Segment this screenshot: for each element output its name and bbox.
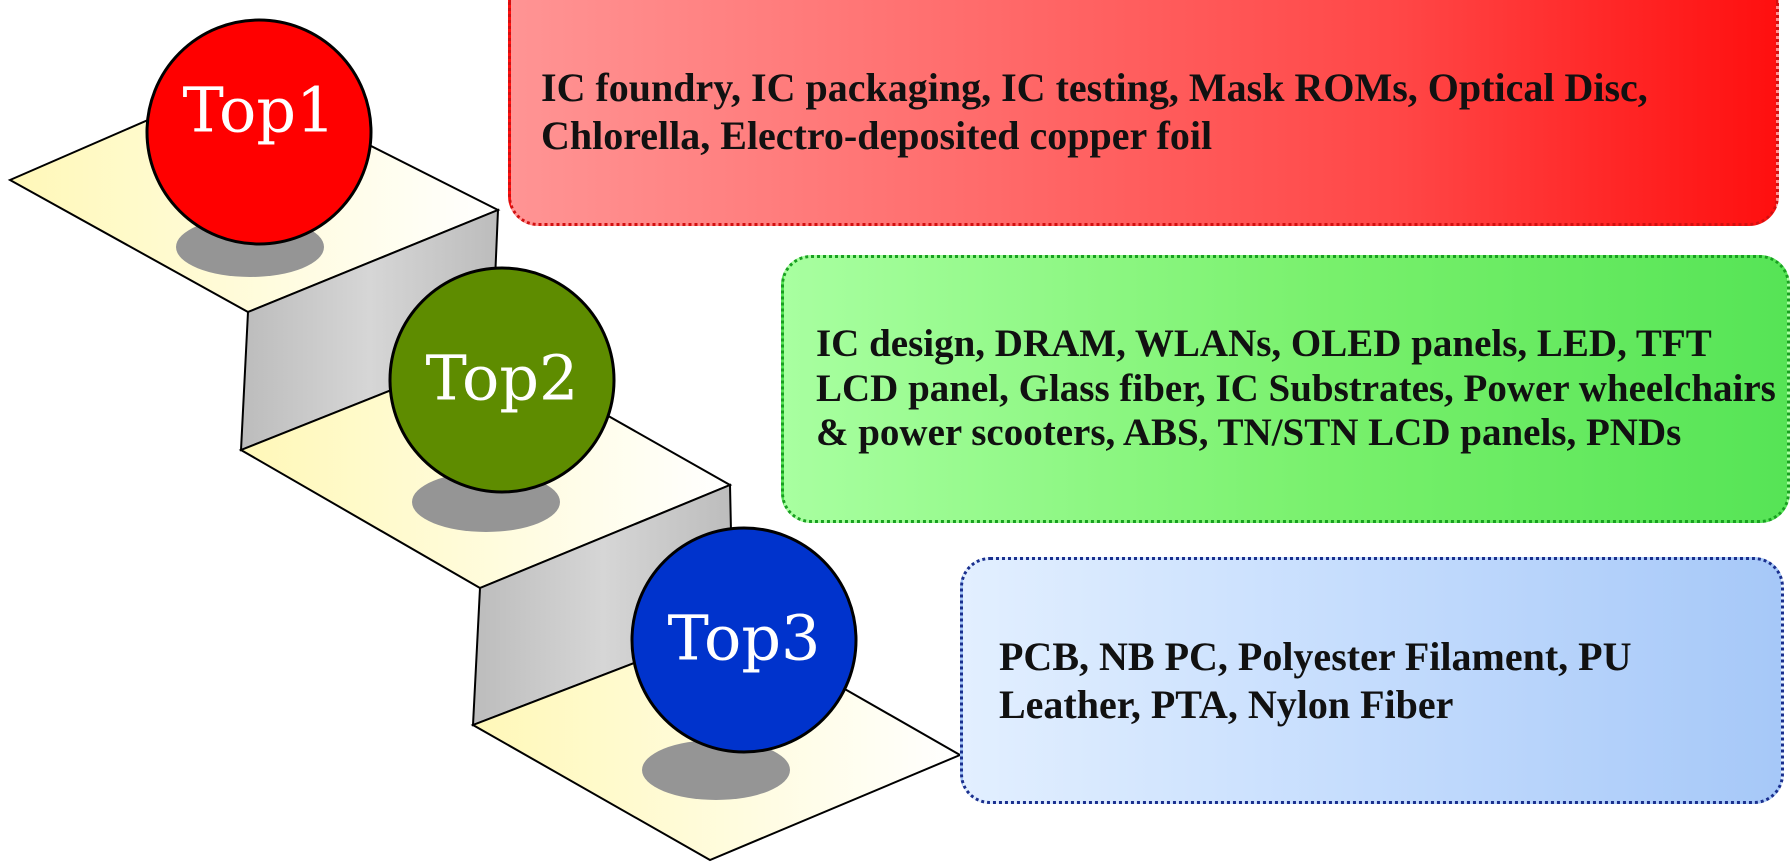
- ball-shadow-3: [642, 740, 790, 800]
- badge-label: Top1: [182, 74, 335, 147]
- top2-items-text: IC design, DRAM, WLANs, OLED panels, LED…: [816, 321, 1776, 455]
- top3-items-text: PCB, NB PC, Polyester Filament, PU Leath…: [999, 634, 1632, 727]
- badge-top2: Top2: [388, 266, 616, 494]
- badge-top1: Top1: [145, 18, 373, 246]
- badge-circle: [145, 18, 373, 246]
- badge-circle: [388, 266, 616, 494]
- top2-items-box: IC design, DRAM, WLANs, OLED panels, LED…: [781, 255, 1790, 523]
- badge-label: Top3: [667, 602, 820, 675]
- top1-items-box: IC foundry, IC packaging, IC testing, Ma…: [508, 0, 1779, 226]
- badge-circle: [630, 526, 858, 754]
- top1-items-text: IC foundry, IC packaging, IC testing, Ma…: [541, 65, 1648, 158]
- top3-items-box: PCB, NB PC, Polyester Filament, PU Leath…: [960, 557, 1784, 804]
- badge-top3: Top3: [630, 526, 858, 754]
- badge-label: Top2: [425, 342, 578, 415]
